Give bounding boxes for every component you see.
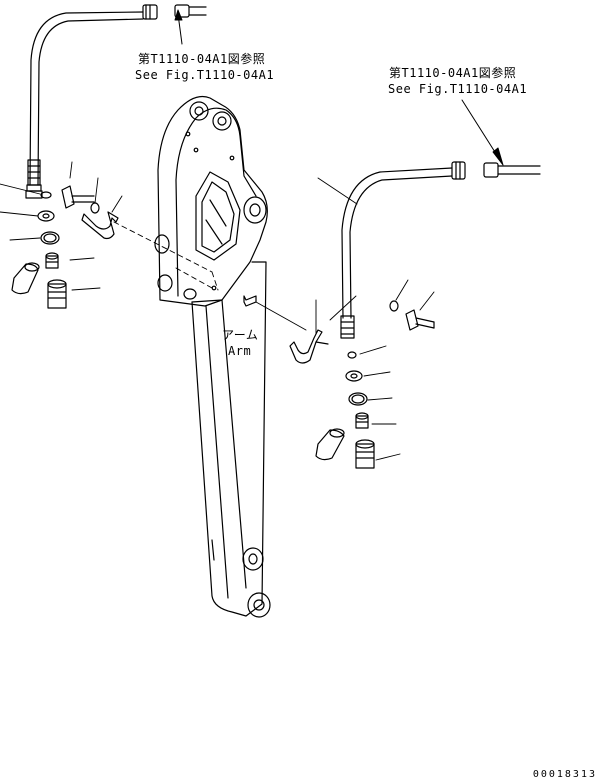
arm-bracket-inner-plate	[176, 108, 256, 296]
lock-washer-right	[390, 301, 398, 311]
bolt-right-head	[406, 310, 418, 330]
left-pipe-nut	[175, 5, 189, 17]
right-hose	[342, 168, 452, 318]
arm-lower-boss	[243, 548, 263, 570]
pin-boss-lower	[158, 275, 172, 291]
clamp-right	[290, 330, 322, 363]
right-hose-fitting-top	[452, 162, 465, 179]
arm-tip-boss	[248, 593, 270, 617]
washer-left	[38, 211, 54, 221]
washer-left-hole	[43, 214, 49, 218]
lock-washer-left	[91, 203, 99, 213]
left-reference-label-jp: 第T1110-04A1図参照	[138, 52, 266, 66]
dust-cap-left-top	[25, 263, 39, 271]
o-ring-left	[41, 232, 59, 244]
adapter-right-upper	[356, 416, 368, 428]
clamp-right-tab	[316, 342, 328, 344]
arm-body-front-edge	[206, 306, 228, 598]
right-hose-outer	[350, 176, 452, 318]
bolt-hole	[186, 132, 190, 136]
left-hose-nut	[26, 191, 42, 198]
right-hose-crimp	[341, 316, 354, 338]
o-ring-left-inner	[44, 234, 56, 242]
right-reference-leader	[462, 100, 500, 160]
left-reference-label-en: See Fig.T1110-04A1	[135, 68, 275, 82]
pin-boss-lower-right	[184, 289, 196, 299]
adapter-right-lower	[356, 444, 374, 468]
window-edge	[206, 220, 222, 244]
boss-top-left	[190, 102, 208, 120]
washer-right	[346, 371, 362, 381]
reference-arrows	[175, 10, 503, 165]
adapter-right-lower-top	[356, 440, 374, 448]
dust-cap-right-top	[330, 429, 344, 437]
adapter-left-upper-top	[46, 253, 58, 259]
o-ring-right-inner	[352, 395, 364, 403]
phantom-lines	[114, 222, 218, 290]
boss-top-right	[213, 112, 231, 130]
arm-body-side-edge	[222, 300, 246, 588]
right-hose-group	[341, 162, 540, 338]
left-hose-ferrule	[27, 185, 41, 191]
right-reference-label-jp: 第T1110-04A1図参照	[389, 66, 517, 80]
left-hose-outer	[38, 19, 143, 185]
right-reference-label-en: See Fig.T1110-04A1	[388, 82, 528, 96]
dust-cap-right	[316, 430, 344, 460]
right-pipe-nut	[484, 163, 498, 177]
left-leader-lines	[0, 162, 122, 290]
boss-top-left-hole	[195, 107, 203, 115]
arm-bracket-window	[196, 172, 240, 260]
arm-lower-boss-hole	[249, 554, 257, 564]
left-hose	[30, 12, 143, 185]
clamp-left	[82, 212, 118, 239]
o-ring-small-right	[348, 352, 356, 358]
right-leader-lines	[316, 178, 434, 460]
left-hose-group	[26, 5, 206, 198]
left-small-parts	[12, 186, 118, 308]
arm-body-detail	[212, 540, 214, 560]
arm-bracket-window-inner	[202, 182, 234, 252]
arm-upper-bracket	[158, 97, 267, 307]
o-ring-right	[349, 393, 367, 405]
arm-assembly	[155, 97, 270, 618]
bolt-right-shank	[416, 324, 434, 328]
window-edge	[210, 200, 226, 226]
pin-boss-middle	[244, 197, 266, 223]
pin-boss-left	[155, 235, 169, 253]
arm-body-top	[192, 300, 222, 302]
right-small-parts	[290, 301, 434, 468]
bolt-hole	[194, 148, 198, 152]
arm-body	[192, 262, 266, 616]
right-reference-arrowhead	[493, 148, 503, 165]
arm-tip-boss-hole	[254, 600, 264, 610]
bolt-hole	[230, 156, 234, 160]
boss-top-right-hole	[218, 117, 226, 125]
arm-label-jp: アーム	[222, 328, 259, 342]
adapter-left-lower	[48, 284, 66, 308]
o-ring-small-left	[41, 192, 51, 198]
arm-label-en: Arm	[228, 344, 252, 358]
left-reference-arrowhead	[175, 10, 182, 20]
leader-pad-to-clamp	[256, 302, 306, 330]
bolt-right-shank	[416, 318, 434, 322]
adapter-left-upper	[46, 256, 58, 268]
bolt-left	[62, 186, 74, 208]
arm-mounting-pad	[244, 296, 256, 306]
dust-cap-left	[12, 264, 38, 294]
adapter-left-lower-top	[48, 280, 66, 288]
bolt-hole	[212, 286, 216, 290]
adapter-right-upper-top	[356, 413, 368, 419]
drawing-code: 00018313	[532, 769, 597, 780]
washer-right-hole	[351, 374, 357, 378]
pin-boss-middle-hole	[250, 204, 260, 216]
